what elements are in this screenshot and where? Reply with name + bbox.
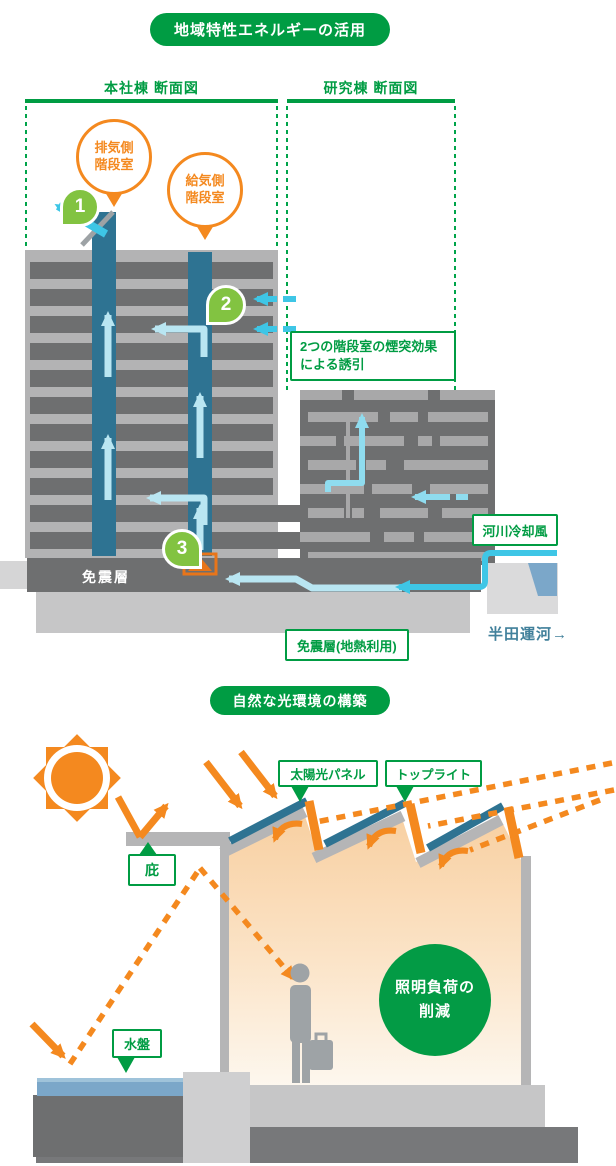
step-marker-2: 2 — [206, 285, 246, 325]
daylight-dashed-arrows — [67, 760, 615, 1066]
label-seismic-layer: 免震層 — [82, 569, 130, 585]
bubble-exhaust-stair: 排気側 階段室 — [76, 119, 152, 195]
sunlight-arrows — [29, 749, 278, 1059]
section-guides — [25, 106, 456, 390]
bubble-exhaust-pointer — [105, 192, 123, 207]
label-solar-panel: 太陽光パネル — [278, 760, 378, 787]
section-label-hq: 本社棟 断面図 — [104, 80, 199, 96]
river-wind-path — [395, 550, 557, 594]
lab-airflow-arrows — [325, 413, 468, 504]
section-label-lab: 研究棟 断面図 — [323, 80, 419, 96]
label-water-basin: 水盤 — [112, 1029, 162, 1058]
interior — [229, 810, 521, 1085]
label-eave: 庇 — [128, 854, 176, 886]
section-bar-lab — [287, 99, 455, 103]
right-wall — [521, 856, 531, 1090]
daylight-ground — [33, 1072, 578, 1163]
label-toplight: トップライト — [385, 760, 482, 787]
note-chimney-effect: 2つの階段室の煙突効果 による誘引 — [290, 331, 456, 382]
canal-water — [528, 563, 557, 596]
diagram1-title: 地域特性エネルギーの活用 — [150, 13, 390, 46]
roof-gray-strips — [219, 807, 504, 868]
bubble-supply-stair: 給気側 階段室 — [167, 152, 243, 228]
label-water-basin-pointer — [117, 1057, 135, 1073]
exhaust-shaft — [92, 212, 116, 556]
step-marker-3: 3 — [162, 529, 202, 569]
section-bar-hq — [25, 99, 278, 103]
diagram2-title: 自然な光環境の構築 — [210, 686, 390, 715]
label-toplight-pointer — [396, 786, 414, 802]
water-basin-surface — [37, 1078, 183, 1096]
label-solar-panel-pointer — [291, 786, 309, 802]
step-marker-1: 1 — [60, 187, 100, 227]
lab-building — [300, 390, 495, 565]
label-lighting-load-reduction: 照明負荷の 削減 — [379, 944, 491, 1056]
label-seismic-geothermal: 免震層(地熱利用) — [285, 629, 409, 661]
sun-icon — [33, 734, 121, 822]
left-wall — [220, 843, 229, 1090]
label-river-cooling-wind: 河川冷却風 — [472, 514, 558, 546]
person-silhouette — [290, 963, 333, 1083]
label-eave-pointer — [139, 842, 157, 855]
bubble-supply-pointer — [196, 225, 214, 240]
base-ground — [0, 558, 558, 633]
label-handa-canal: 半田運河→ — [488, 626, 569, 643]
daylight-hook-arrows — [272, 820, 469, 870]
